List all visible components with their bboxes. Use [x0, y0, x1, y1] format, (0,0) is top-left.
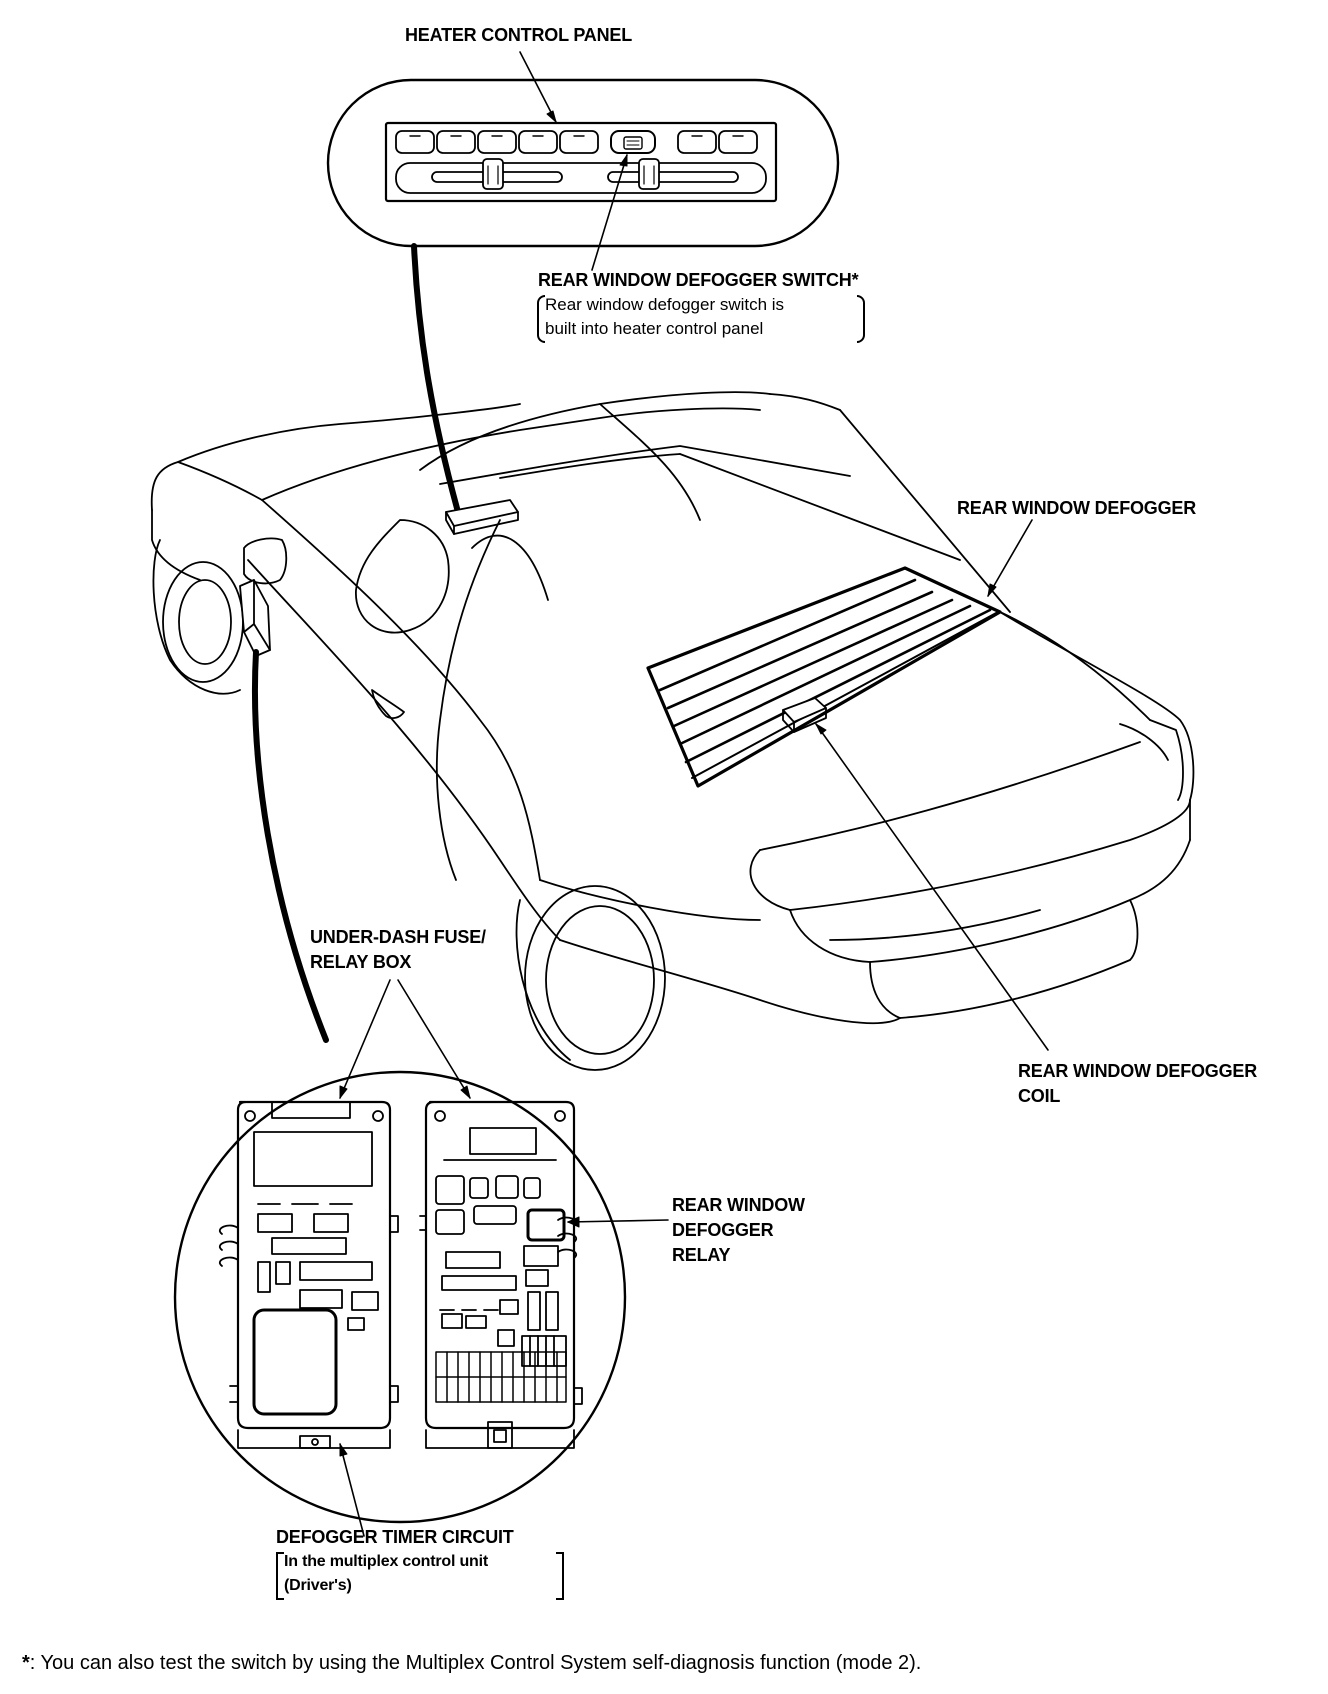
label-relay-line3: RELAY [672, 1245, 731, 1265]
label-defogger-timer-circuit: DEFOGGER TIMER CIRCUIT [276, 1527, 514, 1547]
label-under-dash-line2: RELAY BOX [310, 952, 412, 972]
fuse-box-leader [252, 649, 329, 1043]
label-heater-control-panel: HEATER CONTROL PANEL [405, 25, 633, 45]
label-under-dash-line1: UNDER-DASH FUSE/ [310, 927, 486, 947]
defogger-switch-button [610, 130, 656, 154]
bracket-right [857, 295, 865, 343]
switch-note-line1: Rear window defogger switch is [545, 295, 785, 314]
defogger-relay [526, 1208, 566, 1242]
footnote: *: You can also test the switch by using… [22, 1650, 921, 1676]
footnote-marker: * [22, 1652, 30, 1674]
label-relay-line1: REAR WINDOW [672, 1195, 805, 1215]
label-defogger-coil-line1: REAR WINDOW DEFOGGER [1018, 1061, 1257, 1081]
label-relay-line2: DEFOGGER [672, 1220, 774, 1240]
heater-panel-leader [411, 243, 461, 515]
heater-panel-buttons [395, 130, 758, 154]
footnote-text: : You can also test the switch by using … [29, 1652, 922, 1674]
car-illustration [150, 391, 1195, 1071]
bracket-timer-right [556, 1552, 564, 1600]
bracket-timer-left [276, 1552, 284, 1600]
label-rear-window-defogger-switch: REAR WINDOW DEFOGGER SWITCH* [538, 270, 859, 290]
multiplex-control-unit [219, 1100, 399, 1449]
bracket-left [537, 295, 545, 343]
heater-panel-sliders [395, 158, 767, 194]
fuse-relay-box [419, 1100, 583, 1449]
label-defogger-coil-line2: COIL [1018, 1086, 1061, 1106]
switch-note-line2: built into heater control panel [545, 319, 764, 338]
fuse-box-callout [173, 1070, 627, 1524]
fuse-grid [435, 1351, 567, 1403]
heater-panel-callout [326, 78, 840, 248]
timer-note-line2: (Driver's) [284, 1577, 352, 1594]
label-rear-window-defogger: REAR WINDOW DEFOGGER [957, 498, 1196, 518]
rear-window-defogger-grid [646, 566, 1002, 788]
timer-note-line1: In the multiplex control unit [284, 1553, 488, 1570]
